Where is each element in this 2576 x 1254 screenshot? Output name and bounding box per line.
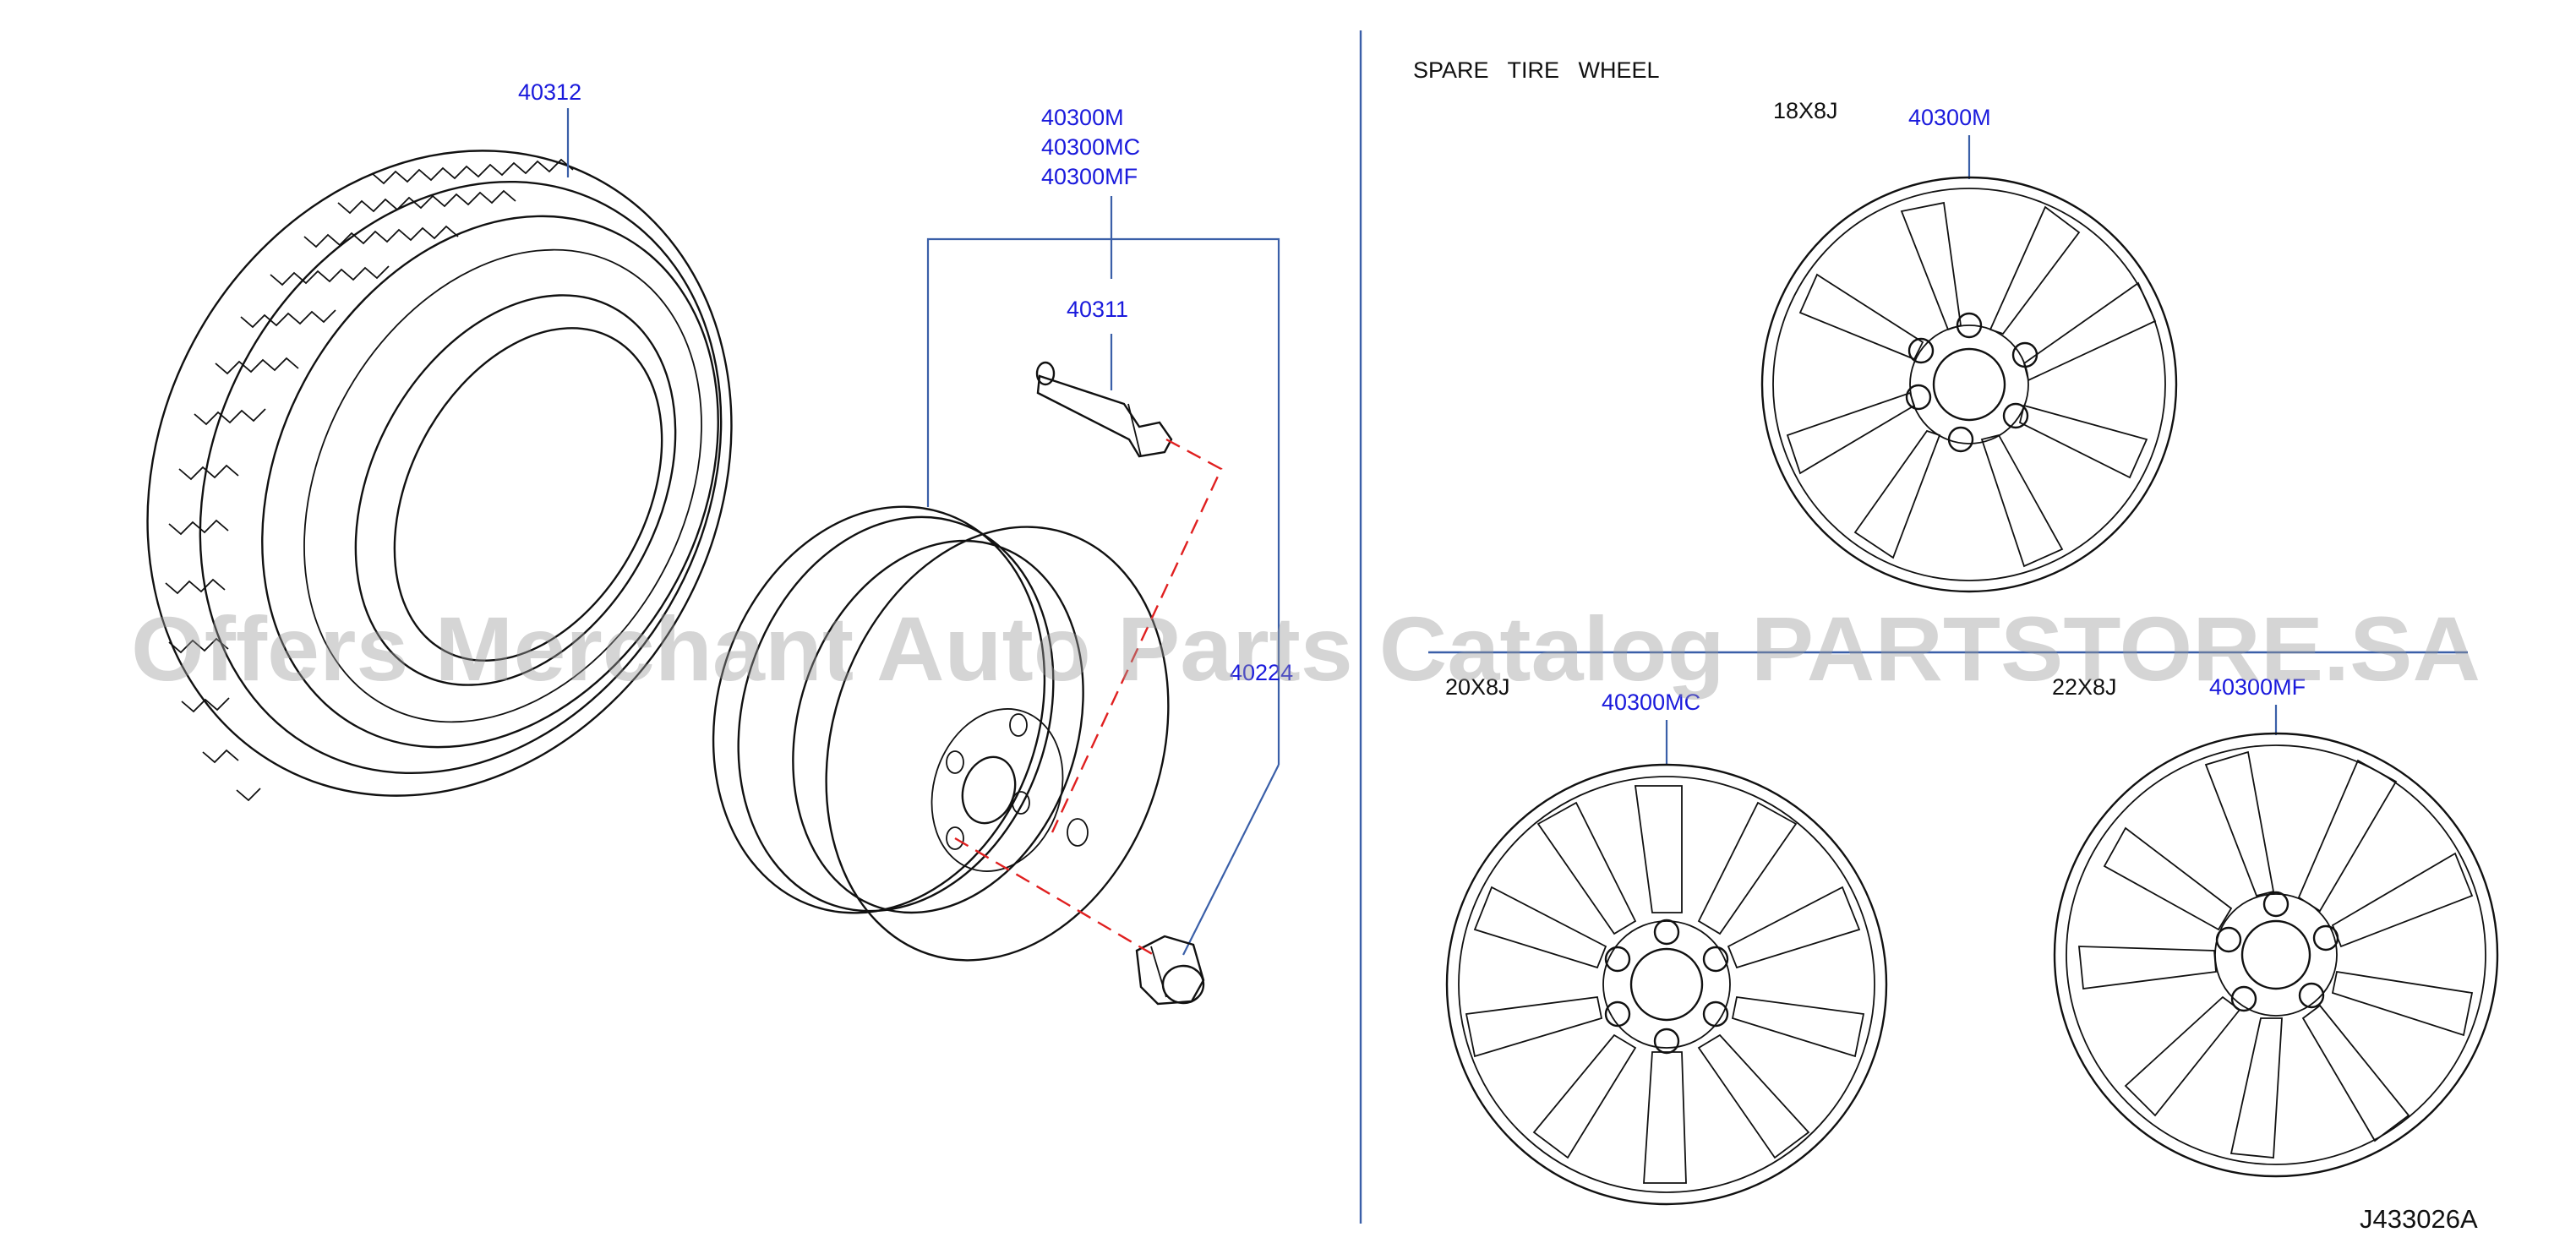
- tire-part-label[interactable]: 40312: [518, 79, 581, 105]
- spare-wheel-part-22[interactable]: 40300MF: [2209, 674, 2306, 700]
- spare-wheel-size-20: 20X8J: [1445, 674, 1510, 700]
- wheel-bracket: [926, 196, 1280, 956]
- spare-wheel-18x8j[interactable]: [1760, 176, 2178, 593]
- assembly-lines: [954, 438, 1223, 957]
- nut-drawing[interactable]: [1135, 935, 1205, 1006]
- nut-part-label[interactable]: 40224: [1230, 660, 1293, 685]
- wheel-part-label-m[interactable]: 40300M: [1041, 105, 1124, 130]
- wheel-part-label-mc[interactable]: 40300MC: [1041, 134, 1140, 160]
- spare-wheel-part-20[interactable]: 40300MC: [1602, 690, 1700, 715]
- tire-drawing[interactable]: [36, 47, 843, 898]
- wheel-part-label-mf[interactable]: 40300MF: [1041, 164, 1138, 189]
- wheel-drawing[interactable]: [663, 463, 1223, 1005]
- spare-wheel-size-22: 22X8J: [2052, 674, 2117, 700]
- valve-drawing[interactable]: [1035, 361, 1173, 458]
- diagram-id: J433026A: [2360, 1204, 2478, 1234]
- spare-wheel-part-18[interactable]: 40300M: [1908, 105, 1991, 130]
- spare-wheel-size-18: 18X8J: [1773, 98, 1838, 123]
- watermark: Offers Merchant Auto Parts Catalog PARTS…: [131, 597, 2480, 700]
- spare-section-title: SPARE TIRE WHEEL: [1413, 57, 1660, 83]
- spare-wheel-22x8j[interactable]: [2053, 732, 2499, 1178]
- valve-part-label[interactable]: 40311: [1067, 297, 1128, 322]
- spare-wheel-20x8j[interactable]: [1445, 763, 1888, 1206]
